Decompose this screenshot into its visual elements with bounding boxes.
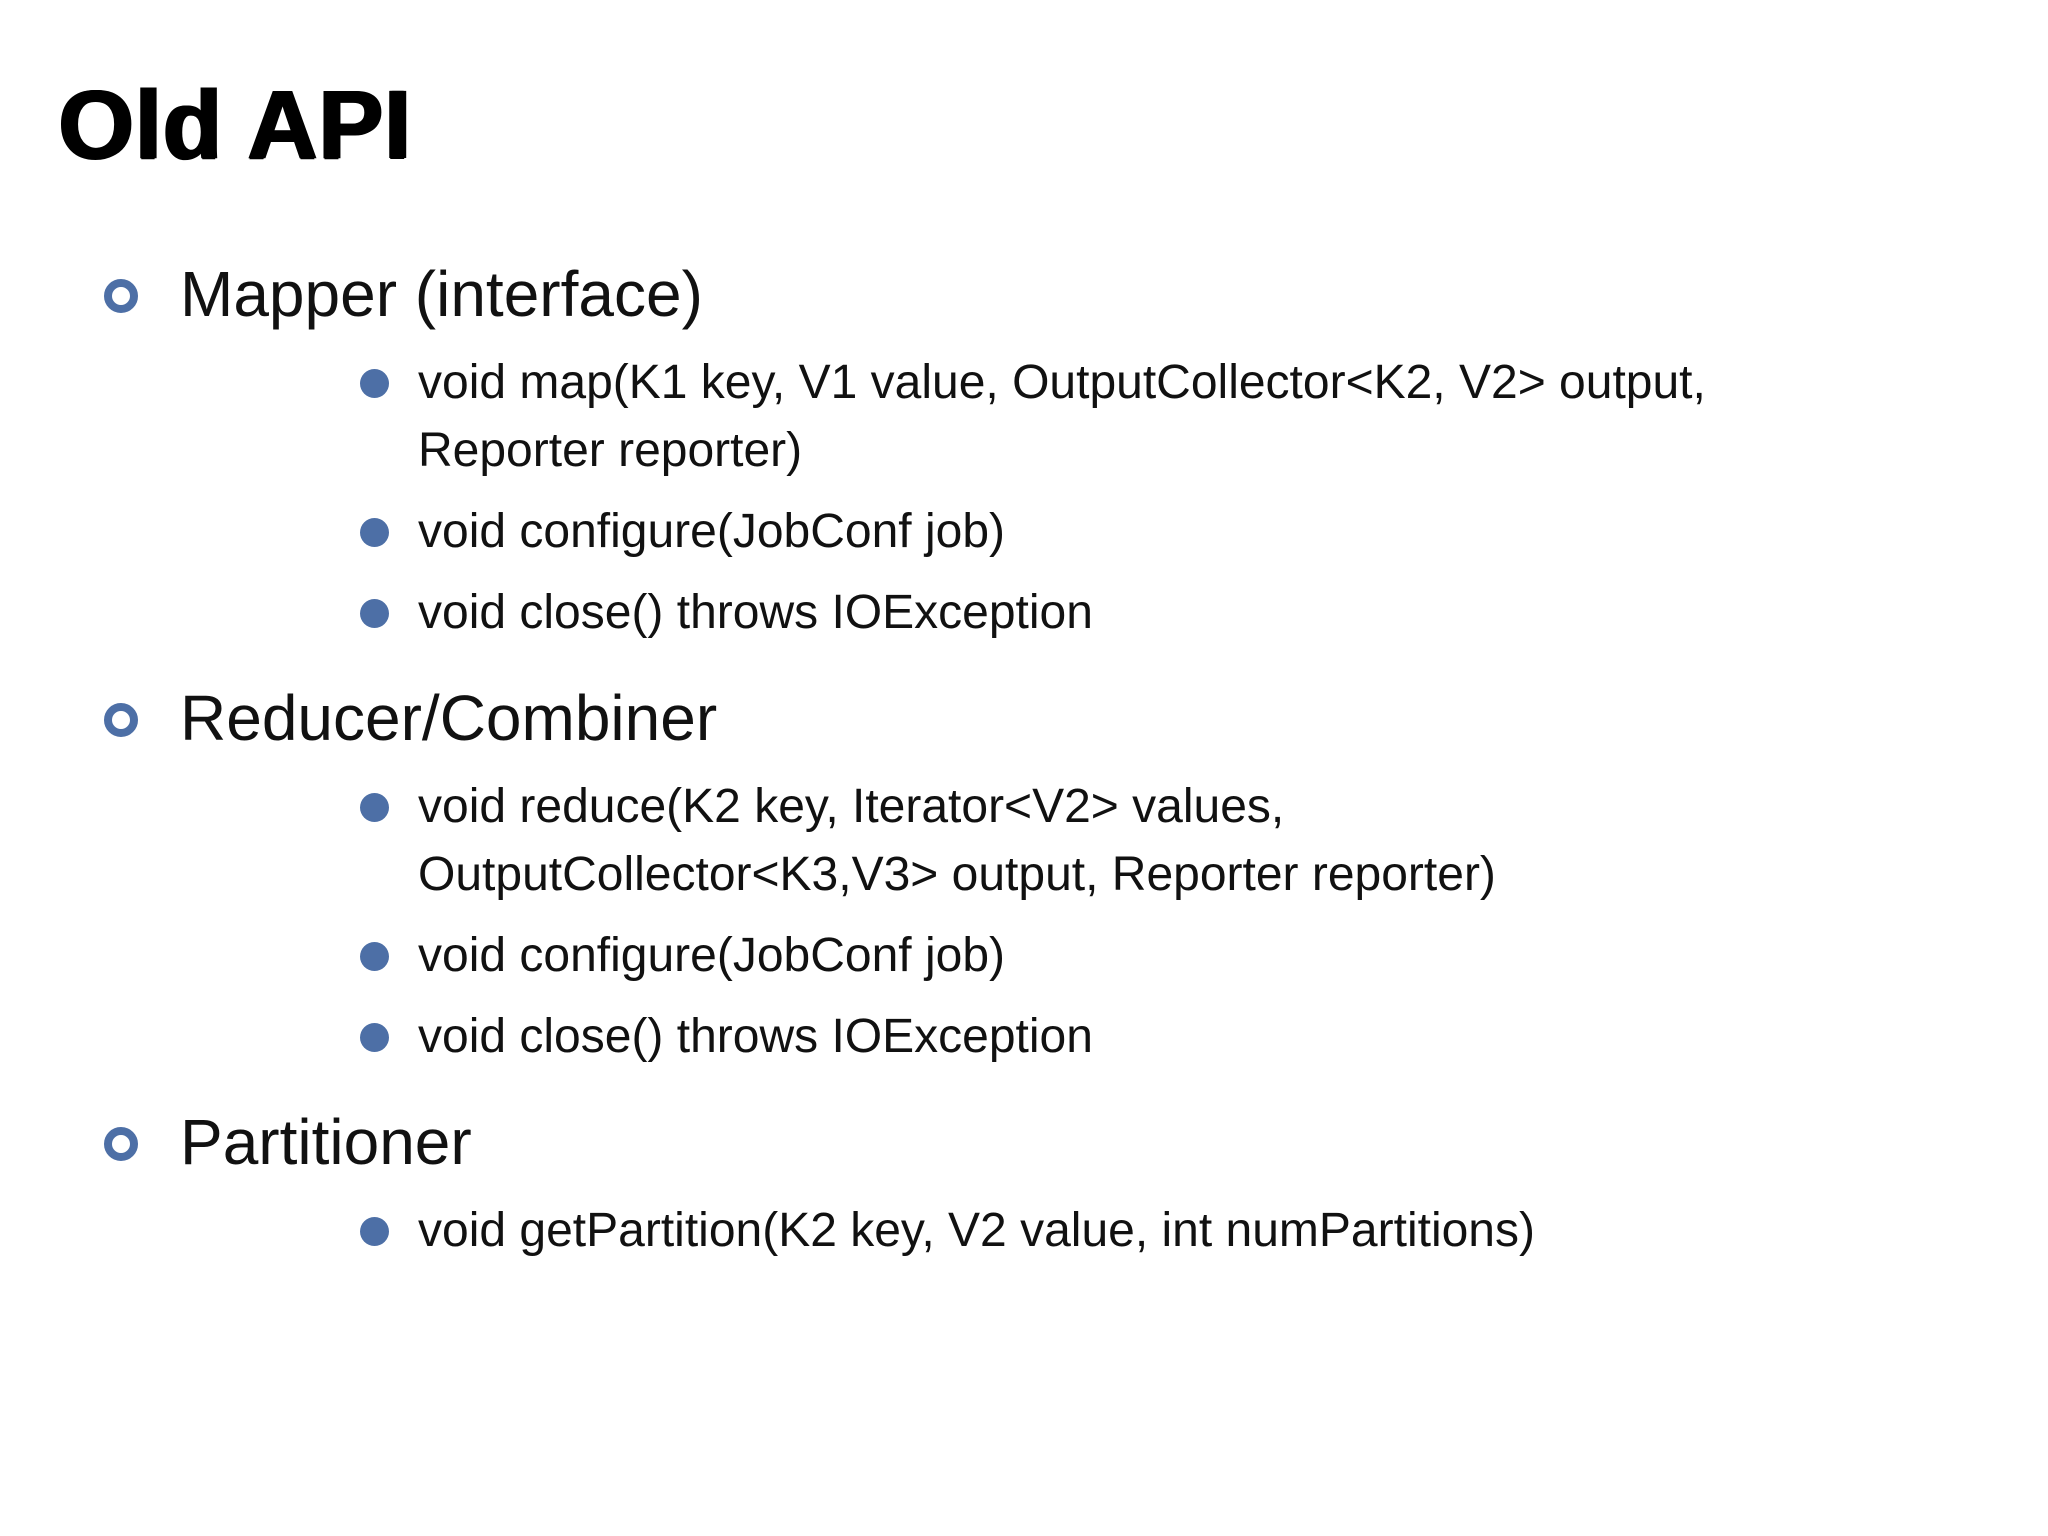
sub-bullet-list: void reduce(K2 key, Iterator<V2> values,… [138,773,1496,1071]
section-heading: Reducer/Combiner [180,682,718,754]
list-item: void configure(JobConf job) [138,922,1496,990]
dot-bullet-icon [360,518,389,547]
dot-bullet-icon [360,369,389,398]
hollow-circle-bullet-icon [104,279,138,313]
section-mapper: Mapper (interface) void map(K1 key, V1 v… [0,254,2048,660]
dot-bullet-icon [360,793,389,822]
dot-bullet-icon [360,599,389,628]
method-signature: void map(K1 key, V1 value, OutputCollect… [418,356,1706,477]
dot-bullet-icon [360,1023,389,1052]
dot-bullet-icon [360,1217,389,1246]
hollow-circle-bullet-icon [104,703,138,737]
method-signature: void close() throws IOException [418,1010,1093,1063]
method-signature: void configure(JobConf job) [418,505,1005,558]
section-reducer-combiner: Reducer/Combiner void reduce(K2 key, Ite… [0,678,2048,1084]
list-item: void close() throws IOException [138,579,1706,647]
sub-bullet-list: void map(K1 key, V1 value, OutputCollect… [138,349,1706,647]
section-heading: Mapper (interface) [180,258,703,330]
method-signature: void getPartition(K2 key, V2 value, int … [418,1204,1535,1257]
list-item: void reduce(K2 key, Iterator<V2> values,… [138,773,1496,909]
slide-body: Mapper (interface) void map(K1 key, V1 v… [0,254,2048,1278]
hollow-circle-bullet-icon [104,1127,138,1161]
slide-title: Old API [58,70,412,179]
dot-bullet-icon [360,942,389,971]
list-item: void close() throws IOException [138,1003,1496,1071]
list-item: void getPartition(K2 key, V2 value, int … [138,1197,1535,1265]
section-heading: Partitioner [180,1106,472,1178]
method-signature: void close() throws IOException [418,586,1093,639]
section-partitioner: Partitioner void getPartition(K2 key, V2… [0,1102,2048,1278]
sub-bullet-list: void getPartition(K2 key, V2 value, int … [138,1197,1535,1265]
method-signature: void configure(JobConf job) [418,929,1005,982]
list-item: void configure(JobConf job) [138,498,1706,566]
list-item: void map(K1 key, V1 value, OutputCollect… [138,349,1706,485]
method-signature: void reduce(K2 key, Iterator<V2> values,… [418,780,1496,901]
